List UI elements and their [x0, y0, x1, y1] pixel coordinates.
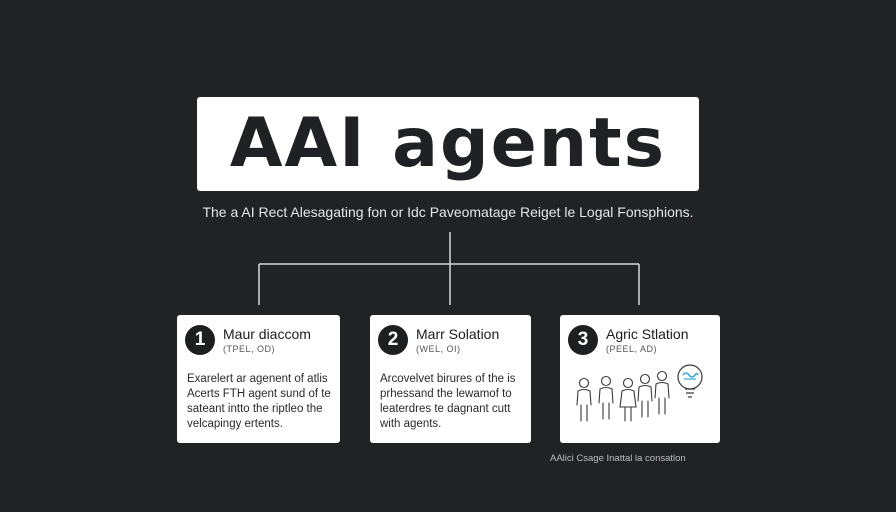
card-3-subtitle: (PEEL, AD) — [606, 344, 658, 354]
diagram-subtitle: The a AI Rect Alesagating fon or Idc Pav… — [202, 204, 694, 220]
person-icon — [598, 375, 614, 420]
person-icon — [654, 370, 670, 415]
person-icon — [619, 377, 637, 422]
card-2-line: with agents. — [380, 418, 442, 430]
card-2-body: Arcovelvet birures of the is prhessand t… — [380, 372, 530, 432]
card-1-body: Exarelert ar agenent of atlis Acerts FTH… — [187, 372, 337, 432]
card-2-number-badge: 2 — [378, 325, 408, 355]
title-box: AAI agents — [197, 97, 699, 191]
card-2-line: prhessand the lewamof to — [380, 388, 512, 400]
card-1-line: Exarelert ar agenent of atlis — [187, 373, 328, 385]
card-1-number-badge: 1 — [185, 325, 215, 355]
card-2: 2 Marr Solation (WEL, OI) Arcovelvet bir… — [370, 315, 531, 443]
card-3-number-badge: 3 — [568, 325, 598, 355]
people-illustration — [576, 364, 703, 422]
person-icon — [637, 373, 653, 418]
lightbulb-icon — [677, 364, 703, 398]
card-2-line: leaterdres te dagnant cutt — [380, 403, 511, 415]
card-3: 3 Agric Stlation (PEEL, AD) — [560, 315, 720, 443]
card-2-subtitle: (WEL, OI) — [416, 344, 461, 354]
card-1-line: Acerts FTH agent sund of te — [187, 388, 331, 400]
card-1-subtitle: (TPEL, OD) — [223, 344, 276, 354]
card-1-line: sateant intto the riptleo the — [187, 403, 323, 415]
card-1-line: velcapingy ertents. — [187, 418, 283, 430]
footnote: AAlici Csage Inattal la consatlon — [550, 453, 686, 464]
card-3-title: Agric Stlation — [606, 326, 689, 342]
card-2-line: Arcovelvet birures of the is — [380, 373, 516, 385]
person-icon — [576, 377, 592, 422]
diagram-title: AAI agents — [229, 104, 667, 183]
card-1-title: Maur diaccom — [223, 326, 311, 342]
card-1: 1 Maur diaccom (TPEL, OD) Exarelert ar a… — [177, 315, 340, 443]
card-2-title: Marr Solation — [416, 326, 500, 342]
